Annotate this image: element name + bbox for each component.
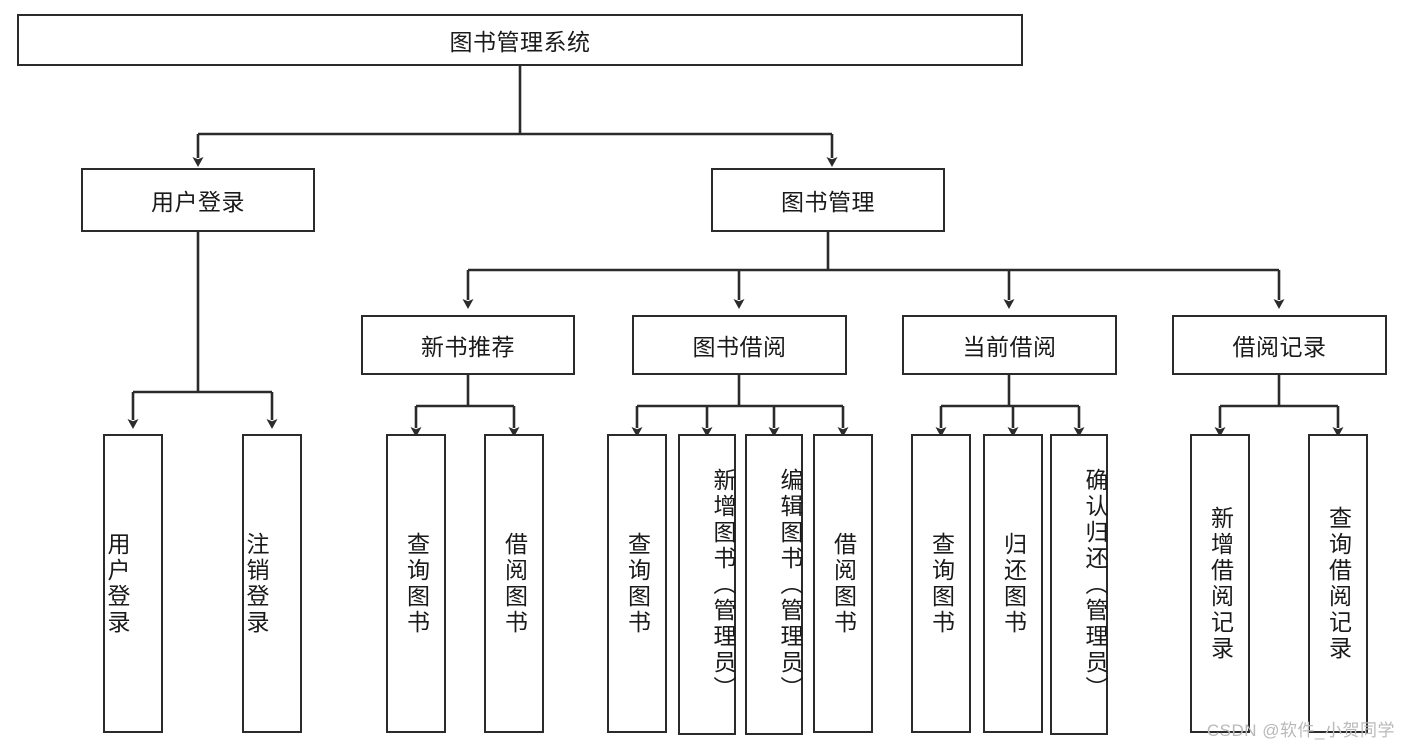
node-new-book-recommend[interactable]: 新书推荐 [361,315,575,375]
leaf-borrow-book[interactable]: 借阅图书 [813,434,873,733]
node-borrow-record[interactable]: 借阅记录 [1172,315,1387,375]
node-root-system[interactable]: 图书管理系统 [17,14,1023,66]
leaf-label: 查询图书 [624,531,651,636]
node-user-login[interactable]: 用户登录 [81,168,315,232]
leaf-label: 新增借阅记录 [1207,505,1234,662]
node-book-borrow[interactable]: 图书借阅 [632,315,847,375]
leaf-label: 注销登录 [243,531,269,636]
leaf-user-login[interactable]: 用户登录 [103,434,163,733]
leaf-label: 借阅图书 [830,531,857,636]
leaf-label: 确认归还（管理员） [1082,467,1108,702]
leaf-return-book[interactable]: 归还图书 [983,434,1043,733]
leaf-label: 新增图书（管理员） [710,467,736,702]
leaf-query-book-recommend[interactable]: 查询图书 [386,434,446,733]
node-current-borrow[interactable]: 当前借阅 [902,315,1117,375]
leaf-add-borrow-record[interactable]: 新增借阅记录 [1190,434,1250,733]
leaf-query-book-borrow[interactable]: 查询图书 [607,434,667,733]
leaf-label: 查询图书 [928,531,955,636]
leaf-add-book-admin[interactable]: 新增图书（管理员） [678,434,736,735]
leaf-query-book-current[interactable]: 查询图书 [911,434,971,733]
node-book-management[interactable]: 图书管理 [711,168,945,232]
leaf-label: 用户登录 [104,531,130,636]
leaf-label: 借阅图书 [501,531,528,636]
leaf-logout[interactable]: 注销登录 [242,434,302,733]
leaf-label: 编辑图书（管理员） [777,467,803,702]
leaf-edit-book-admin[interactable]: 编辑图书（管理员） [745,434,803,735]
leaf-label: 归还图书 [1000,531,1027,636]
leaf-borrow-book-recommend[interactable]: 借阅图书 [484,434,544,733]
leaf-label: 查询借阅记录 [1325,505,1352,662]
watermark-text: CSDN @软件_小贺同学 [1206,721,1395,740]
leaf-query-borrow-record[interactable]: 查询借阅记录 [1308,434,1368,733]
leaf-confirm-return-admin[interactable]: 确认归还（管理员） [1050,434,1108,735]
leaf-label: 查询图书 [403,531,430,636]
